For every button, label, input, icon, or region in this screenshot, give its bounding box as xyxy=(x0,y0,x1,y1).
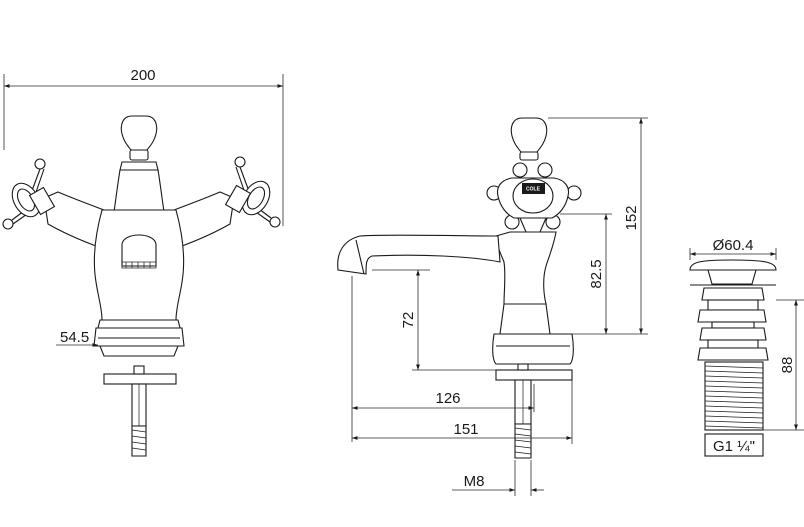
waste-view xyxy=(689,248,804,457)
dim-spout-height-label: 72 xyxy=(400,312,417,329)
side-view: COLE xyxy=(337,117,648,496)
waste-thread-lines xyxy=(704,365,764,429)
dim-thread-label: M8 xyxy=(464,473,485,490)
dim-spout-reach-label: 126 xyxy=(435,390,460,407)
dim-height-label: 152 xyxy=(623,205,640,230)
right-cross-handle xyxy=(224,156,281,228)
dim-base-offset-label: 54.5 xyxy=(60,329,89,346)
dim-waste-height-label: 88 xyxy=(779,357,796,374)
dim-width-label: 200 xyxy=(130,67,155,84)
dim-total-reach-label: 151 xyxy=(453,421,478,438)
dim-waste-diameter-label: Ø60.4 xyxy=(713,237,754,254)
waste-thread-label: G1 ¼" xyxy=(713,438,755,455)
dim-handle-height-label: 82.5 xyxy=(588,259,605,288)
front-view xyxy=(2,74,284,457)
left-cross-handle xyxy=(2,158,56,230)
brand-badge: COLE xyxy=(526,187,541,193)
